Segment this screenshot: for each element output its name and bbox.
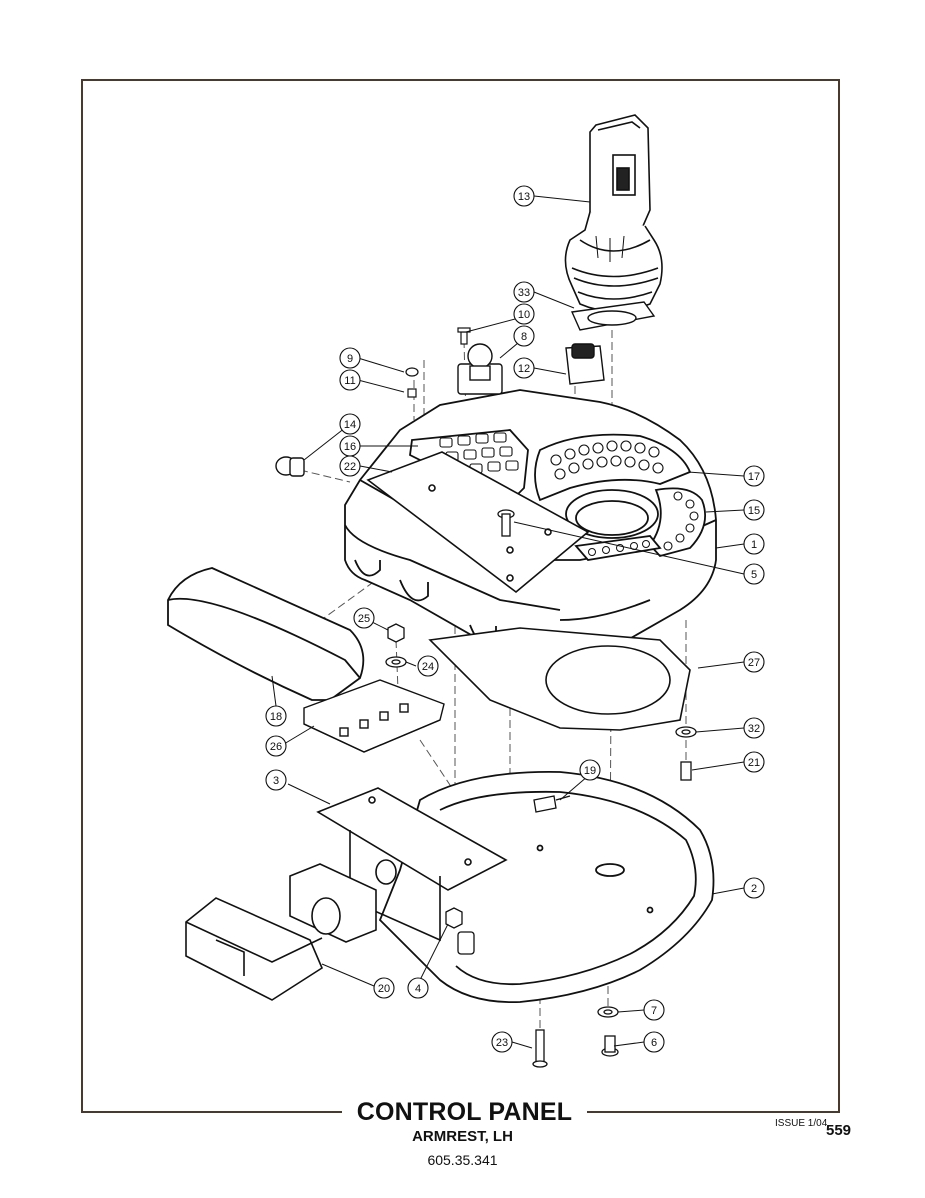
armrest-pad [167, 567, 365, 701]
callout-4: 4 [407, 977, 429, 999]
page-number: 559 [826, 1122, 852, 1139]
callout-25: 25 [353, 607, 375, 629]
push-switch [457, 343, 503, 395]
svg-text:1: 1 [751, 539, 757, 551]
control-module [303, 679, 445, 753]
svg-text:20: 20 [378, 983, 390, 995]
svg-text:15: 15 [748, 505, 760, 517]
rocker-switch [565, 343, 605, 385]
svg-text:14: 14 [344, 419, 356, 431]
svg-text:21: 21 [748, 757, 760, 769]
callout-6: 6 [643, 1031, 665, 1053]
svg-text:16: 16 [344, 441, 356, 453]
svg-text:10: 10 [518, 309, 530, 321]
cover-plate [366, 451, 590, 594]
svg-text:4: 4 [415, 983, 421, 995]
callout-2: 2 [743, 877, 765, 899]
callout-1: 1 [743, 533, 765, 555]
callout-3: 3 [265, 769, 287, 791]
svg-text:2: 2 [751, 883, 757, 895]
page-subtitle: ARMREST, LH [412, 1128, 513, 1145]
stud [533, 795, 571, 813]
svg-text:33: 33 [518, 287, 530, 299]
callout-22: 22 [339, 455, 361, 477]
svg-text:25: 25 [358, 613, 370, 625]
callout-23: 23 [491, 1031, 513, 1053]
svg-text:17: 17 [748, 471, 760, 483]
joystick-handle [564, 114, 663, 312]
callout-33: 33 [513, 281, 535, 303]
svg-text:3: 3 [273, 775, 279, 787]
callout-20: 20 [373, 977, 395, 999]
svg-text:32: 32 [748, 723, 760, 735]
callout-10: 10 [513, 303, 535, 325]
callout-7: 7 [643, 999, 665, 1021]
bearing-blocks [185, 863, 377, 1001]
callout-26: 26 [265, 735, 287, 757]
page-title: CONTROL PANEL [342, 1098, 587, 1127]
mounting-bracket [316, 787, 508, 942]
base-gasket [428, 627, 691, 731]
svg-text:8: 8 [521, 331, 527, 343]
callout-32: 32 [743, 717, 765, 739]
callout-17: 17 [743, 465, 765, 487]
callout-19: 19 [579, 759, 601, 781]
callout-18: 18 [265, 705, 287, 727]
washer-and-screw [675, 726, 697, 781]
part-number: 605.35.341 [427, 1152, 498, 1168]
callout-13: 13 [513, 185, 535, 207]
screw-5 [497, 509, 515, 537]
svg-text:24: 24 [422, 661, 434, 673]
svg-text:23: 23 [496, 1037, 508, 1049]
issue-label: ISSUE 1/04 [775, 1118, 828, 1129]
svg-text:11: 11 [344, 375, 355, 387]
callout-14: 14 [339, 413, 361, 435]
svg-text:7: 7 [651, 1005, 657, 1017]
callout-11: 11 [339, 369, 361, 391]
svg-text:22: 22 [344, 461, 356, 473]
bottom-fasteners [532, 1006, 619, 1068]
callout-16: 16 [339, 435, 361, 457]
svg-text:6: 6 [651, 1037, 657, 1049]
mounting-gasket [570, 301, 656, 331]
svg-text:26: 26 [270, 741, 282, 753]
svg-text:13: 13 [518, 191, 530, 203]
svg-text:19: 19 [584, 765, 596, 777]
svg-text:18: 18 [270, 711, 282, 723]
callout-27: 27 [743, 651, 765, 673]
svg-text:27: 27 [748, 657, 760, 669]
callout-12: 12 [513, 357, 535, 379]
callout-9: 9 [339, 347, 361, 369]
callout-24: 24 [417, 655, 439, 677]
callout-8: 8 [513, 325, 535, 347]
callout-5: 5 [743, 563, 765, 585]
small-fasteners [405, 327, 471, 398]
svg-text:12: 12 [518, 363, 530, 375]
nut-4 [445, 907, 475, 955]
callouts: 13 33 10 8 9 12 11 14 16 22 17 15 1 5 25… [265, 185, 765, 1053]
plug [275, 456, 305, 477]
callout-21: 21 [743, 751, 765, 773]
callout-15: 15 [743, 499, 765, 521]
svg-text:5: 5 [751, 569, 757, 581]
svg-text:9: 9 [347, 353, 353, 365]
